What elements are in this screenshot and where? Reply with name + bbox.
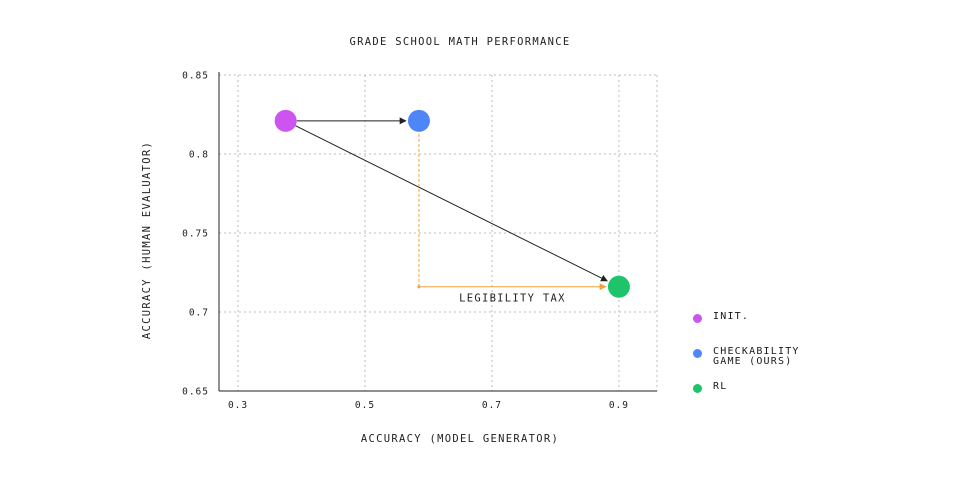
legend-item-checkability-game: CHECKABILITY GAME (OURS) xyxy=(693,347,800,367)
x-tick-label: 0.3 xyxy=(228,400,248,411)
chart-title: GRADE SCHOOL MATH PERFORMANCE xyxy=(349,36,570,48)
x-tick-labels: 0.3 0.5 0.7 0.9 xyxy=(228,400,629,411)
legend-marker-rl xyxy=(693,384,702,393)
x-tick-label: 0.5 xyxy=(355,400,375,411)
legend-marker-init xyxy=(693,314,702,323)
arrow-annotation xyxy=(295,125,608,282)
axes xyxy=(218,72,657,392)
y-tick-label: 0.85 xyxy=(182,71,209,82)
legend-marker-checkability-game xyxy=(693,349,702,358)
legend-label-checkability-game: CHECKABILITY GAME (OURS) xyxy=(713,346,800,367)
y-axis-label: ACCURACY (HUMAN EVALUATOR) xyxy=(141,141,153,339)
x-tick-label: 0.7 xyxy=(482,400,502,411)
legibility-tax-corner-dot xyxy=(417,285,421,289)
data-points xyxy=(274,109,630,298)
y-tick-label: 0.7 xyxy=(189,308,209,319)
y-tick-label: 0.65 xyxy=(182,387,209,398)
y-tick-labels: 0.65 0.7 0.75 0.8 0.85 xyxy=(182,71,209,398)
data-point-init xyxy=(274,109,297,132)
legend-item-init: INIT. xyxy=(693,312,749,323)
x-tick-label: 0.9 xyxy=(609,400,629,411)
annotations: LEGIBILITY TAX xyxy=(295,117,608,305)
data-point-checkability-game-ours xyxy=(407,109,430,132)
y-tick-label: 0.75 xyxy=(182,229,209,240)
legend-label-init: INIT. xyxy=(713,311,750,322)
x-axis-label: ACCURACY (MODEL GENERATOR) xyxy=(361,433,559,445)
data-point-rl xyxy=(607,275,630,298)
legibility-tax-label: LEGIBILITY TAX xyxy=(459,293,566,305)
y-tick-label: 0.8 xyxy=(189,150,209,161)
legend-item-rl: RL xyxy=(693,382,727,393)
legend-label-rl: RL xyxy=(713,381,728,392)
